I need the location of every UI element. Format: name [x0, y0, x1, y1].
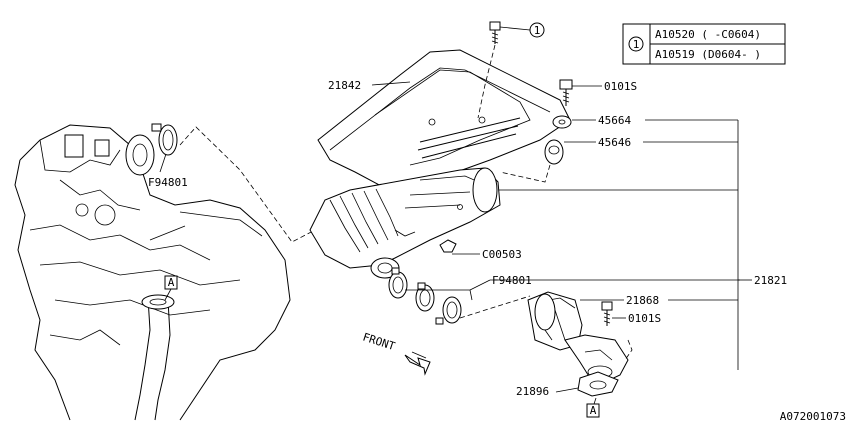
gasket-part [577, 371, 619, 397]
callout-grommet: 45646 [598, 136, 631, 149]
clamp-left-part [151, 123, 178, 173]
ref-a-upper: A [168, 276, 175, 289]
grommet-part [544, 139, 564, 165]
elbow-part [564, 334, 629, 383]
engine-cover-part [317, 49, 571, 191]
ref-a-lower: A [590, 404, 597, 417]
callout-clip: C00503 [482, 248, 522, 261]
bolt-lower-part [601, 301, 613, 326]
bolt-right-part [559, 79, 573, 106]
clip-part [439, 239, 457, 253]
ref-a-lower-box [586, 403, 600, 418]
callout-bolt-right: 0101S [604, 80, 637, 93]
legend-table: 1 A10520 ( -C0604) A10519 (D0604- ) [622, 23, 786, 65]
clamps-center-part [388, 267, 462, 325]
engine-illustration [14, 124, 291, 421]
callout-cover: 21842 [328, 79, 361, 92]
front-label: FRONT [361, 330, 397, 353]
callout-clamps-center: F94801 [492, 274, 532, 287]
legend-row-1: A10520 ( -C0604) [655, 28, 761, 41]
bolt-top-part [489, 21, 501, 44]
legend-index: 1 [633, 38, 640, 51]
callout-bolt-top: 1 [534, 24, 541, 37]
ref-circle-top [529, 22, 545, 38]
callout-gasket: 21896 [516, 385, 549, 398]
callout-assembly: 21821 [754, 274, 787, 287]
callout-duct: 21868 [626, 294, 659, 307]
intake-chamber-part [309, 167, 501, 279]
front-direction-indicator: FRONT [361, 330, 431, 376]
callout-clamp-left: F94801 [148, 176, 188, 189]
legend-row-2: A10519 (D0604- ) [655, 48, 761, 61]
callout-bolt-lower: 0101S [628, 312, 661, 325]
callout-washer-upper: 45664 [598, 114, 631, 127]
duct-part [527, 291, 583, 351]
washer-upper-part [552, 115, 572, 129]
diagram-id: A072001073 [780, 410, 846, 423]
